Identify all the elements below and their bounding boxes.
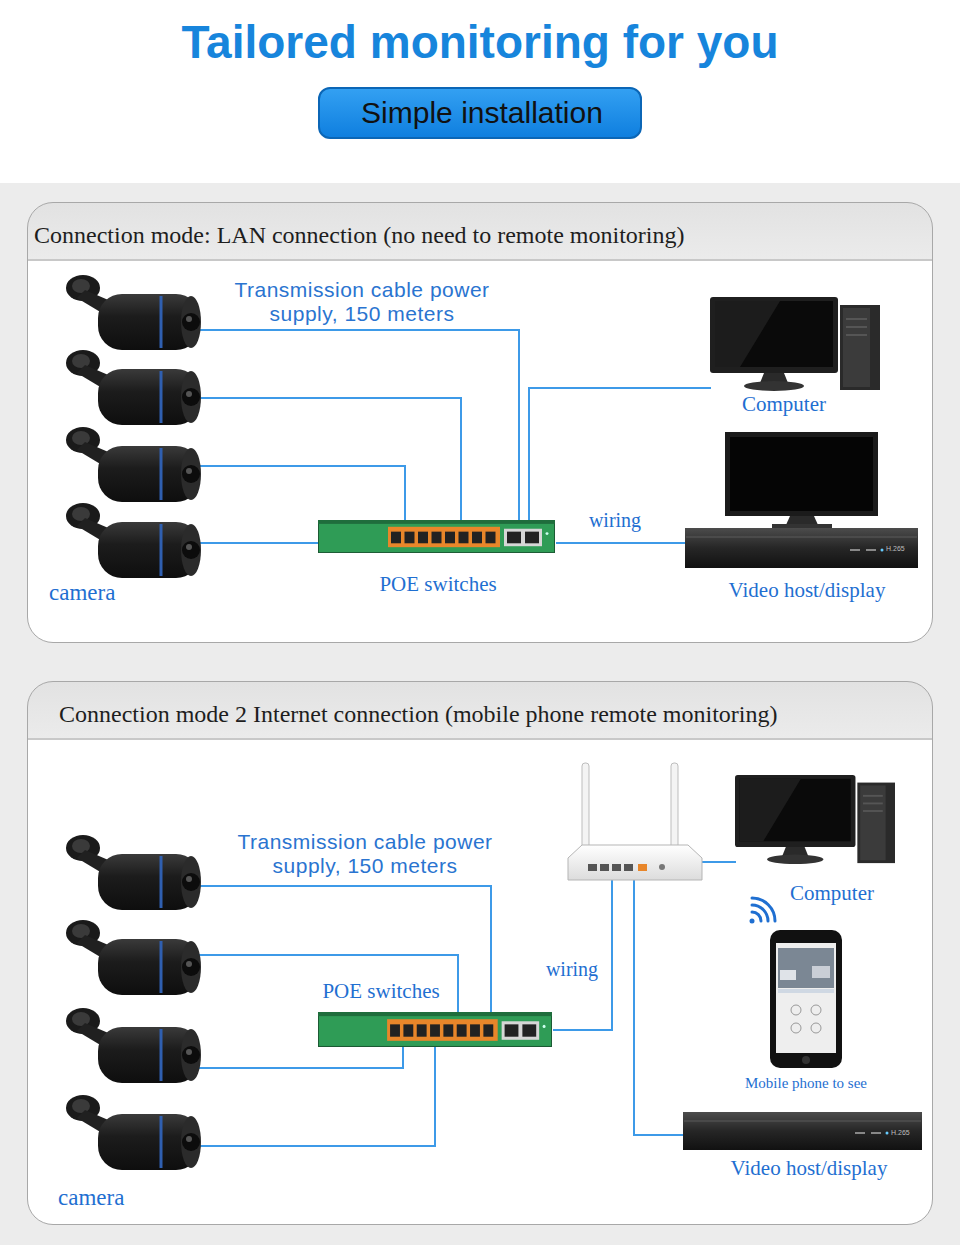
device-marking: H.265 [886,545,916,552]
video-host-node: Video host/display [686,433,919,569]
computer-node: Computer [736,776,896,866]
cable-note: Transmission cable power supply, 150 met… [217,278,507,326]
cable-note: Transmission cable power supply, 150 met… [220,830,510,878]
wire-label: wiring [532,958,612,981]
node-text: Simple installation [320,89,644,137]
cable-connector [556,542,686,544]
device-marking: H.265 [891,1129,921,1136]
camera-label: camera [58,1185,178,1211]
video-host-icon [683,1112,922,1150]
node-text: Video host/display [687,578,927,602]
video-host-node: Video host/display [684,1113,923,1151]
node-text: Connection mode 2 Internet connection (m… [59,701,919,729]
wire-label: wiring [575,509,655,532]
title-pill: Simple installation [318,87,642,139]
page-title: Tailored monitoring for you [0,12,960,72]
switch-icon [318,1012,552,1046]
poe-switch: POE switches [319,521,556,554]
node-text: Mobile phone to see [726,1075,886,1092]
camera-label: camera [49,580,169,606]
phone-node: Mobile phone to see [771,931,843,1069]
computer-node: Computer [711,298,881,393]
switch-icon [318,520,555,553]
node-text: Computer [777,881,887,905]
node-text: Connection mode: LAN connection (no need… [34,222,914,250]
node-text: Computer [729,392,839,416]
node-text: Video host/display [689,1156,929,1180]
poe-switch: POE switches [319,1013,553,1048]
node-text: POE switches [338,572,538,596]
phone-icon [770,930,842,1068]
node-text: POE switches [281,979,481,1003]
